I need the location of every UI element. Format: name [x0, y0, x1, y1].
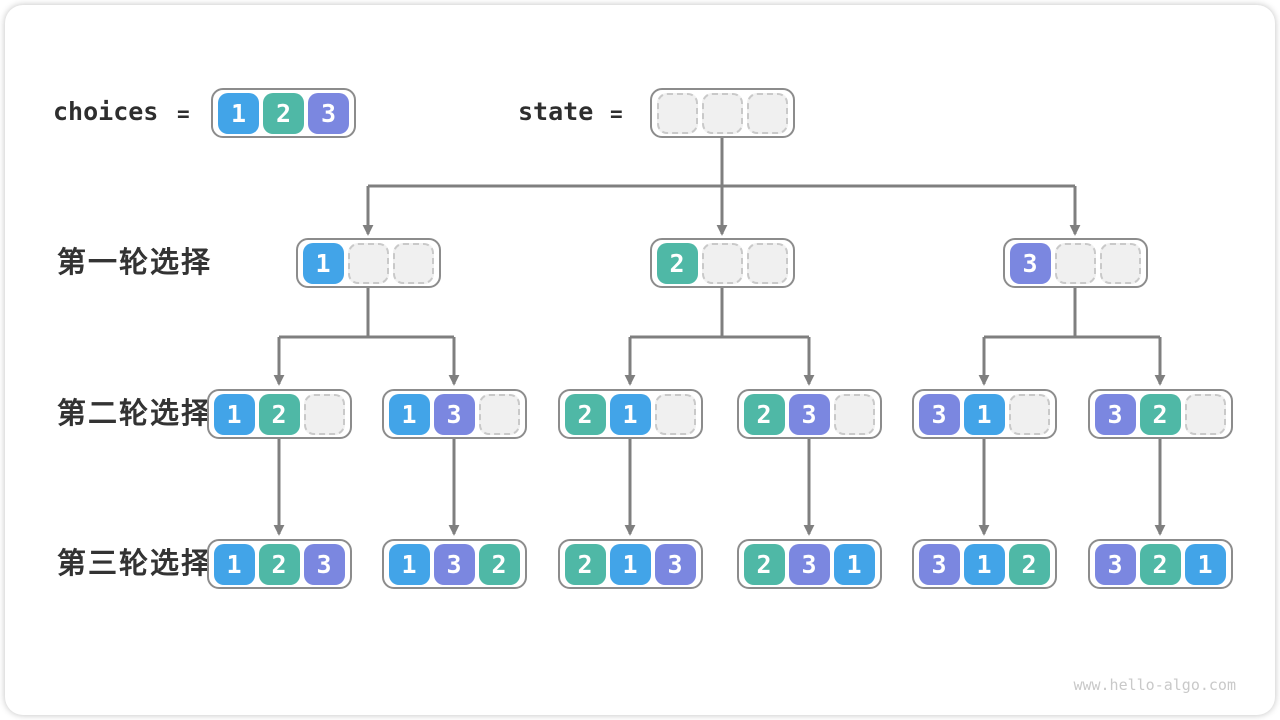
value-cell-1: 1 [609, 543, 651, 585]
value-cell-2: 2 [258, 543, 300, 585]
value-cell-1: 1 [388, 393, 430, 435]
empty-slot-cell [701, 242, 743, 284]
value-cell-2: 2 [656, 242, 698, 284]
empty-slot-cell [746, 242, 788, 284]
value-cell-1: 1 [833, 543, 875, 585]
empty-slot-cell [392, 242, 434, 284]
empty-slot-cell [654, 393, 696, 435]
value-cell-2: 2 [1139, 393, 1181, 435]
value-cell-2: 2 [258, 393, 300, 435]
state-equals-sign: = [610, 102, 623, 126]
empty-slot-cell [702, 92, 743, 134]
value-cell-3: 3 [433, 543, 475, 585]
state-node-r1-3: 3 [1002, 238, 1148, 288]
state-label: state [518, 97, 594, 126]
value-cell-1: 1 [302, 242, 344, 284]
value-cell-1: 1 [213, 543, 255, 585]
value-cell-3: 3 [303, 543, 345, 585]
value-cell-1: 1 [213, 393, 255, 435]
empty-slot-cell [1099, 242, 1141, 284]
round-2-label: 第二轮选择 [57, 398, 213, 430]
value-cell-3: 3 [918, 543, 960, 585]
value-cell-3: 3 [788, 393, 830, 435]
state-node-r1-2: 2 [649, 238, 795, 288]
watermark-text: www.hello-algo.com [1073, 676, 1236, 694]
value-cell-3: 3 [1094, 543, 1136, 585]
value-cell-2: 2 [564, 543, 606, 585]
value-cell-2: 2 [1008, 543, 1050, 585]
value-cell-1: 1 [388, 543, 430, 585]
empty-slot-cell [657, 92, 698, 134]
value-cell-3: 3 [308, 92, 349, 134]
round-3-label: 第三轮选择 [57, 548, 213, 580]
empty-slot-cell [1054, 242, 1096, 284]
value-cell-2: 2 [1139, 543, 1181, 585]
value-cell-3: 3 [918, 393, 960, 435]
value-cell-2: 2 [263, 92, 304, 134]
empty-slot-cell [303, 393, 345, 435]
empty-slot-cell [1184, 393, 1226, 435]
value-cell-1: 1 [1184, 543, 1226, 585]
value-cell-2: 2 [743, 543, 785, 585]
empty-slot-cell [1008, 393, 1050, 435]
value-cell-3: 3 [1009, 242, 1051, 284]
value-cell-3: 3 [788, 543, 830, 585]
empty-slot-cell [747, 92, 788, 134]
value-cell-2: 2 [564, 393, 606, 435]
state-array-empty [650, 88, 795, 138]
value-cell-1: 1 [963, 393, 1005, 435]
value-cell-3: 3 [433, 393, 475, 435]
value-cell-1: 1 [963, 543, 1005, 585]
choices-equals-sign: = [177, 102, 190, 126]
value-cell-1: 1 [609, 393, 651, 435]
empty-slot-cell [833, 393, 875, 435]
round-1-label: 第一轮选择 [57, 247, 213, 279]
value-cell-2: 2 [743, 393, 785, 435]
value-cell-3: 3 [1094, 393, 1136, 435]
value-cell-2: 2 [478, 543, 520, 585]
state-node-r1-1: 1 [295, 238, 441, 288]
empty-slot-cell [478, 393, 520, 435]
value-cell-3: 3 [654, 543, 696, 585]
empty-slot-cell [347, 242, 389, 284]
choices-label: choices [53, 97, 159, 126]
value-cell-1: 1 [218, 92, 259, 134]
